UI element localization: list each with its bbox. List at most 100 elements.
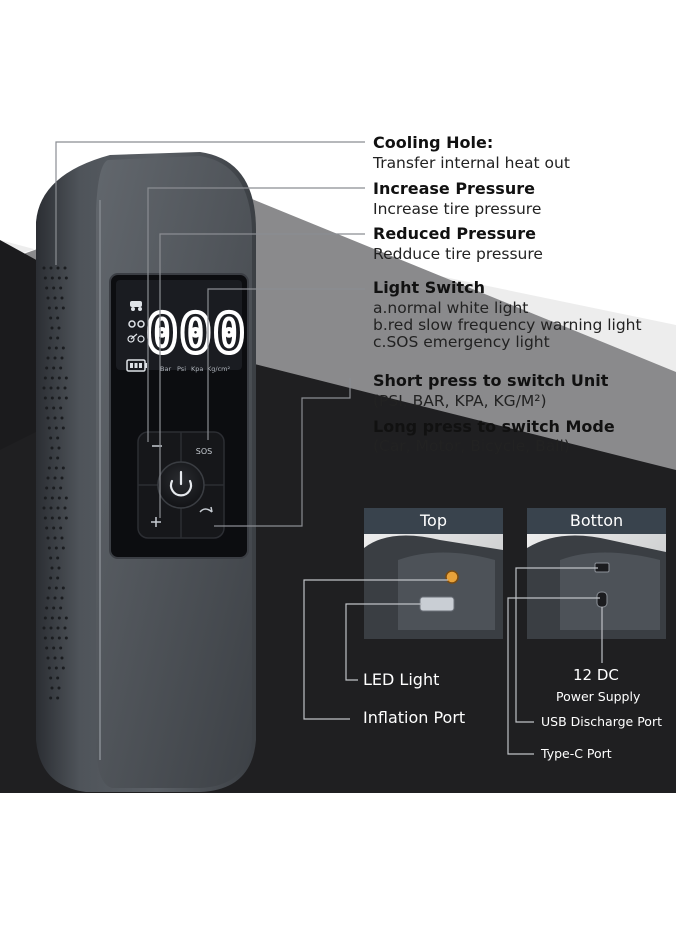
- reduced-pressure-desc: Redduce tire pressure: [373, 245, 543, 263]
- vent-hole: [56, 696, 60, 700]
- vent-hole: [46, 656, 50, 660]
- top-device-face: [398, 552, 495, 630]
- vent-hole: [43, 376, 47, 380]
- vent-hole: [49, 626, 53, 630]
- vent-hole: [64, 636, 68, 640]
- vent-hole: [50, 376, 54, 380]
- vent-hole: [49, 506, 53, 510]
- unit-label-kpa: Kpa: [191, 365, 203, 373]
- vent-hole: [49, 456, 53, 460]
- vent-hole: [56, 676, 60, 680]
- vent-hole: [57, 276, 61, 280]
- vent-hole: [56, 456, 60, 460]
- vent-hole: [56, 556, 60, 560]
- power-icon: [169, 479, 193, 497]
- vent-hole: [46, 356, 50, 360]
- vent-hole: [53, 536, 57, 540]
- vent-hole: [45, 486, 49, 490]
- vent-hole: [54, 586, 58, 590]
- vent-hole: [57, 376, 61, 380]
- vent-hole: [47, 306, 51, 310]
- vent-hole: [49, 676, 53, 680]
- callout-line-typec: [507, 597, 600, 755]
- vent-hole: [57, 496, 61, 500]
- callout-line-light: [207, 288, 365, 440]
- vent-hole: [57, 396, 61, 400]
- light-switch-line-c: c.SOS emergency light: [373, 333, 550, 351]
- top-thumbnail-title: Top: [364, 508, 503, 534]
- vent-hole: [57, 326, 61, 330]
- vent-hole: [59, 366, 63, 370]
- vent-hole: [52, 486, 56, 490]
- vent-hole: [60, 356, 64, 360]
- vent-hole: [64, 376, 68, 380]
- vent-hole: [60, 416, 64, 420]
- vent-hole: [46, 476, 50, 480]
- vent-hole: [47, 546, 51, 550]
- vent-hole: [54, 666, 58, 670]
- vent-hole: [59, 486, 63, 490]
- vent-hole: [52, 406, 56, 410]
- inflation-port-icon: [445, 570, 459, 584]
- vent-hole: [52, 646, 56, 650]
- vent-hole: [59, 646, 63, 650]
- vent-hole: [52, 286, 56, 290]
- vent-hole: [53, 596, 57, 600]
- sos-label: SOS: [196, 447, 212, 456]
- vent-hole: [42, 506, 46, 510]
- vent-hole: [56, 266, 60, 270]
- vent-hole: [43, 496, 47, 500]
- vent-hole: [56, 576, 60, 580]
- dc-label: 12 DC: [573, 666, 619, 684]
- vent-hole: [46, 416, 50, 420]
- callout-lines: [55, 141, 365, 527]
- light-switch-line-a: a.normal white light: [373, 299, 529, 317]
- vent-hole: [57, 636, 61, 640]
- vent-hole: [60, 656, 64, 660]
- vent-hole: [63, 266, 67, 270]
- power-button[interactable]: [157, 461, 205, 509]
- vent-hole: [60, 296, 64, 300]
- vent-hole: [50, 566, 54, 570]
- vent-hole: [54, 346, 58, 350]
- vent-hole: [61, 426, 65, 430]
- vent-hole: [59, 526, 63, 530]
- vent-hole: [60, 536, 64, 540]
- vent-hole: [47, 586, 51, 590]
- vent-hole: [53, 356, 57, 360]
- short-press-desc: (PSI, BAR, KPA, KG/M²): [373, 392, 547, 410]
- vent-hole: [61, 546, 65, 550]
- increase-pressure-desc: Increase tire pressure: [373, 200, 542, 218]
- vent-hole: [64, 396, 68, 400]
- vent-hole: [57, 446, 61, 450]
- air-pump-device: 000 Bar Psi Kpa Kg/cm² SOS: [36, 152, 256, 792]
- vent-hole: [45, 606, 49, 610]
- vent-hole: [49, 316, 53, 320]
- usb-discharge-label: USB Discharge Port: [541, 714, 662, 729]
- vent-hole: [50, 496, 54, 500]
- vent-hole: [47, 346, 51, 350]
- vent-hole: [45, 366, 49, 370]
- reduced-pressure-title: Reduced Pressure: [373, 224, 537, 243]
- led-light-icon: [419, 596, 455, 612]
- unit-label-bar: Bar: [160, 365, 171, 373]
- vent-hole: [42, 266, 46, 270]
- vent-hole: [47, 426, 51, 430]
- vent-hole: [54, 466, 58, 470]
- vent-hole: [54, 306, 58, 310]
- vent-hole: [61, 586, 65, 590]
- vent-hole: [50, 276, 54, 280]
- vent-hole: [59, 406, 63, 410]
- callout-line-increase: [147, 187, 365, 442]
- vent-hole: [50, 396, 54, 400]
- vent-hole: [49, 696, 53, 700]
- vent-hole: [42, 626, 46, 630]
- vent-hole: [52, 606, 56, 610]
- bottom-thumbnail-title: Botton: [527, 508, 666, 534]
- vent-hole: [61, 666, 65, 670]
- vent-hole: [63, 386, 67, 390]
- unit-label-psi: Psi: [177, 365, 186, 373]
- vent-hole: [49, 556, 53, 560]
- vent-hole: [60, 476, 64, 480]
- vent-hole: [43, 276, 47, 280]
